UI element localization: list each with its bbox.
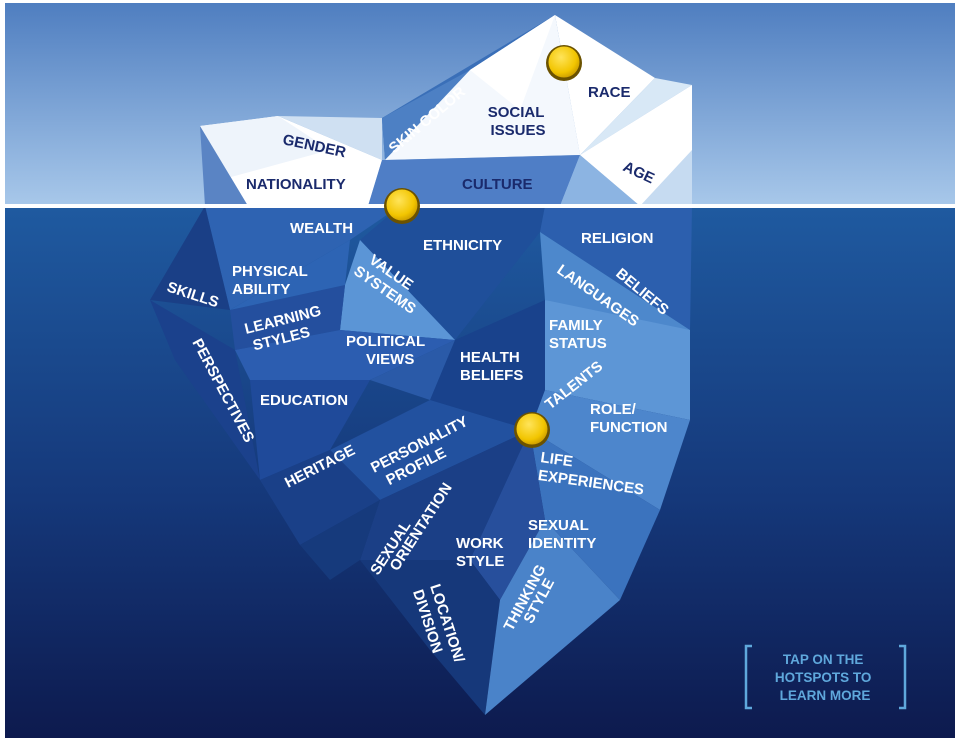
hotspot-deep[interactable] — [514, 412, 550, 448]
cta-left-bracket — [744, 644, 752, 710]
label-sexual-identity: SEXUAL IDENTITY — [528, 517, 596, 552]
label-nationality: NATIONALITY — [246, 176, 346, 193]
label-ethnicity: ETHNICITY — [423, 237, 502, 254]
label-culture: CULTURE — [462, 176, 533, 193]
hotspot-top[interactable] — [546, 45, 582, 81]
hotspot-waterline[interactable] — [384, 188, 420, 224]
label-education: EDUCATION — [260, 392, 348, 409]
label-role-function: ROLE/ FUNCTION — [590, 401, 668, 436]
label-physical-ability: PHYSICAL ABILITY — [232, 263, 312, 298]
cta-right-bracket — [899, 644, 907, 710]
cta-text: TAP ON THE HOTSPOTS TO LEARN MORE — [775, 652, 875, 703]
label-family-status: FAMILY STATUS — [549, 317, 607, 352]
label-wealth: WEALTH — [290, 220, 353, 237]
waterline — [5, 204, 955, 208]
label-social-issues: SOCIAL ISSUES — [488, 104, 549, 139]
label-religion: RELIGION — [581, 230, 654, 247]
label-political-views: POLITICAL VIEWS — [346, 333, 429, 368]
label-health-beliefs: HEALTH BELIEFS — [460, 349, 524, 384]
label-race: RACE — [588, 84, 631, 101]
call-to-action: TAP ON THE HOTSPOTS TO LEARN MORE — [744, 644, 907, 710]
iceberg-body — [150, 206, 692, 715]
iceberg-tip — [200, 15, 692, 206]
label-work-style: WORK STYLE — [456, 535, 508, 570]
